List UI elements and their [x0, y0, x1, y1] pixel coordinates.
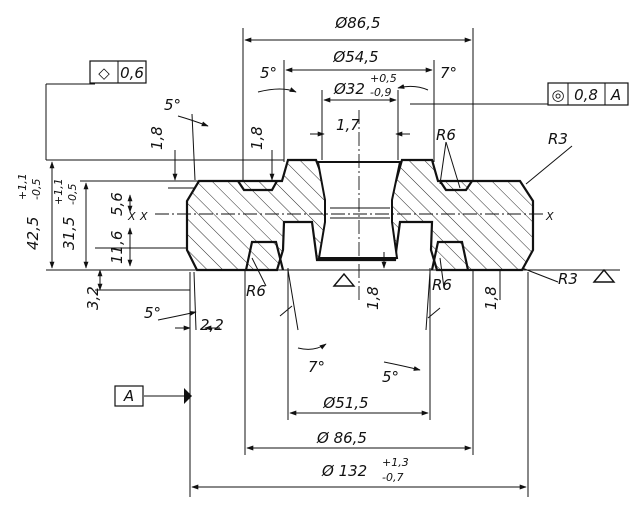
flatness-symbol: ◇	[98, 64, 110, 82]
dim-hub-width: 1,7	[336, 116, 360, 134]
dim-18-bottom: 1,8	[364, 286, 382, 310]
concentricity-datum: A	[610, 86, 621, 104]
axis-texts: X X X	[127, 210, 554, 223]
angle-5-top: 5°	[260, 64, 277, 82]
axis-x-right: X	[545, 210, 554, 223]
extension-lines	[46, 28, 620, 497]
radius-leaders	[251, 141, 573, 289]
groove-top-right	[439, 180, 473, 192]
axis-x-left: X	[127, 210, 136, 223]
dim-18-right: 1,8	[482, 286, 500, 310]
dim-18-mid: 1,8	[248, 126, 266, 150]
radius-r6-top: R6	[436, 126, 456, 144]
dim-132-upper: +1,3	[382, 456, 409, 469]
dim-42: 42,5	[24, 217, 42, 250]
flatness-value: 0,6	[120, 64, 144, 82]
axis-x-left2: X	[139, 210, 148, 223]
concentricity-value: 0,8	[574, 86, 598, 104]
center-lines	[155, 110, 545, 300]
dim-32-upper: +0,5	[370, 72, 397, 85]
dim-32: Ø32	[333, 80, 365, 98]
radius-r6-bottom-left: R6	[246, 282, 266, 300]
dim-132: Ø 132	[321, 462, 367, 480]
dim-42-upper: +1,1	[16, 173, 29, 200]
dim-42-lower: -0,5	[30, 179, 43, 200]
angle-5-bottom-left: 5°	[144, 304, 161, 322]
dimension-lines	[49, 37, 527, 490]
dim-31-upper: +1,1	[52, 178, 65, 205]
dim-18-left: 1,8	[148, 126, 166, 150]
angle-markers	[157, 84, 441, 371]
radius-r6-bottom-right: R6	[432, 276, 452, 294]
radius-r3-top: R3	[548, 130, 568, 148]
angle-texts: 5° 5° 7° 5° 7° 5°	[144, 64, 457, 386]
dim-132-lower: -0,7	[382, 471, 403, 484]
dim-56: 5,6	[108, 192, 126, 216]
datum-a-label: A	[123, 387, 134, 405]
dim-22: 2,2	[200, 316, 224, 334]
groove-bottom-right	[430, 240, 470, 271]
angle-5-bottom-right: 5°	[382, 368, 399, 386]
flatness-frame: ◇ 0,6	[45, 60, 147, 160]
part-section	[185, 158, 535, 272]
radius-texts: R6 R3 R6 R6 R3	[246, 126, 578, 300]
dim-51: Ø51,5	[322, 394, 368, 412]
dim-32-left: 3,2	[84, 286, 102, 310]
concentricity-symbol: ◎	[551, 86, 564, 104]
radius-r3-bottom: R3	[558, 270, 578, 288]
dim-top-86: Ø86,5	[334, 14, 380, 32]
datum-markers	[144, 268, 616, 404]
dim-31: 31,5	[60, 217, 78, 250]
angle-5-left: 5°	[164, 96, 181, 114]
angle-7-top: 7°	[440, 64, 457, 82]
concentricity-frame: ◎ 0,8 A	[410, 82, 629, 106]
dim-bottom-86: Ø 86,5	[316, 429, 367, 447]
dim-116: 11,6	[108, 231, 126, 264]
dim-54: Ø54,5	[332, 48, 378, 66]
dim-32-lower: -0,9	[370, 86, 391, 99]
dim-31-lower: -0,5	[66, 184, 79, 205]
datum-a: A	[114, 385, 144, 407]
groove-top-left	[237, 180, 278, 192]
dimension-texts: Ø86,5 Ø54,5 Ø32 +0,5 -0,9 1,7 Ø51,5 Ø 86…	[16, 14, 500, 484]
angle-7-bottom: 7°	[308, 358, 325, 376]
groove-bottom-left	[244, 240, 285, 271]
